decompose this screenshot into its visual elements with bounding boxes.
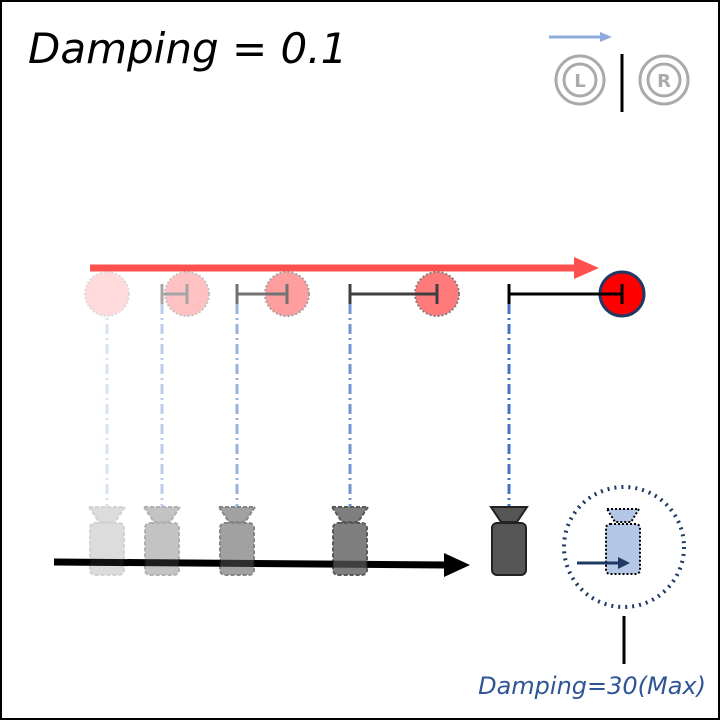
frame-4 xyxy=(330,271,460,576)
camera-lens xyxy=(217,506,257,523)
camera-lens xyxy=(330,506,370,523)
legend: L R xyxy=(549,32,690,112)
diagram-title: Damping = 0.1 xyxy=(28,24,348,73)
camera-body xyxy=(144,522,180,576)
camera-body xyxy=(89,522,125,576)
frame-3 xyxy=(217,271,310,576)
left-icon: L xyxy=(554,54,606,106)
frame-1 xyxy=(84,271,130,576)
camera-lens xyxy=(142,506,182,523)
right-icon: R xyxy=(638,54,690,106)
max-damping-caption: Damping=30(Max) xyxy=(478,672,706,700)
camera-body xyxy=(332,522,368,576)
camera-body xyxy=(491,522,527,576)
max-damping-inset xyxy=(562,485,686,664)
frame-2 xyxy=(142,271,210,576)
camera-body xyxy=(219,522,255,576)
frame-5 xyxy=(489,270,646,576)
camera-lens xyxy=(87,506,127,523)
target-circle xyxy=(84,271,130,317)
svg-text:L: L xyxy=(574,71,585,92)
target-circle xyxy=(164,271,210,317)
svg-text:R: R xyxy=(657,71,671,92)
camera-lens xyxy=(489,506,529,523)
